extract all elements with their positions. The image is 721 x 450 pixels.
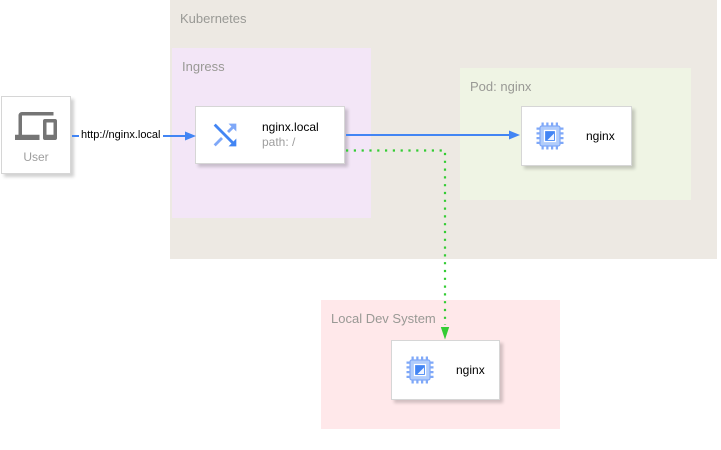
shuffle-icon xyxy=(213,123,237,147)
devices-icon xyxy=(15,112,57,140)
node-pod-nginx: nginx xyxy=(521,106,632,166)
node-user: User xyxy=(1,96,71,174)
container-local-dev-system-label: Local Dev System xyxy=(331,311,436,326)
user-label: User xyxy=(23,150,49,164)
local-nginx-label: nginx xyxy=(456,363,485,377)
ingress-rule-path: path: / xyxy=(262,135,296,149)
pod-nginx-label: nginx xyxy=(586,129,615,143)
node-ingress-rule: nginx.local path: / xyxy=(195,106,345,164)
edge-label-http-nginx-local: http://nginx.local xyxy=(79,129,163,141)
container-ingress-label: Ingress xyxy=(182,59,225,74)
container-pod-nginx-label: Pod: nginx xyxy=(470,79,532,94)
ingress-rule-text: nginx.local path: / xyxy=(262,120,319,150)
node-local-nginx: nginx xyxy=(391,340,500,400)
cpu-icon xyxy=(406,356,434,384)
cpu-icon xyxy=(536,122,564,150)
ingress-rule-host: nginx.local xyxy=(262,120,319,134)
devices-icon-path xyxy=(15,112,57,140)
container-kubernetes-label: Kubernetes xyxy=(180,11,247,26)
